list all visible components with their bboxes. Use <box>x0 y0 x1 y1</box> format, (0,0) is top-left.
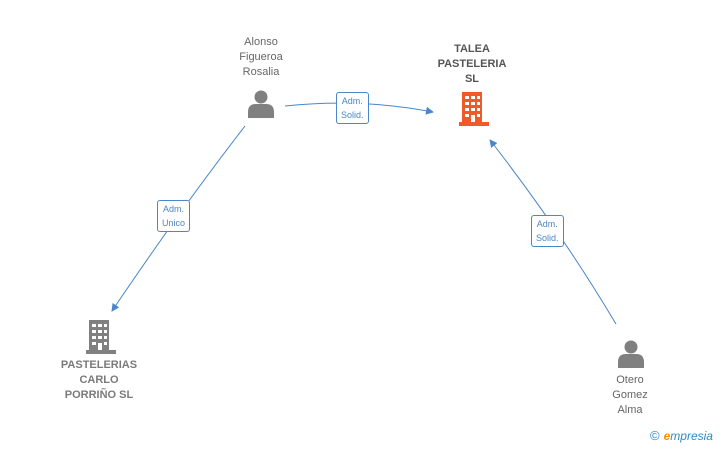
node-label-alonso[interactable]: Alonso Figueroa Rosalia <box>219 35 303 80</box>
edge-label-line: Unico <box>162 218 186 228</box>
edge-label-line: Solid. <box>536 233 559 243</box>
brand-first-letter: e <box>663 429 671 443</box>
node-label-line: CARLO <box>79 374 119 386</box>
building-icon[interactable] <box>86 320 116 354</box>
node-label-line: Rosalia <box>242 66 280 78</box>
node-label-line: Gomez <box>612 389 648 401</box>
edge-label-alonso-pastelerias: Adm. Unico <box>157 200 191 232</box>
node-label-talea[interactable]: TALEA PASTELERIA SL <box>422 42 522 87</box>
edge-label-line: Solid. <box>341 110 364 120</box>
person-icon[interactable] <box>618 340 644 369</box>
node-label-line: Otero <box>616 374 644 386</box>
node-label-line: TALEA <box>454 43 490 55</box>
edge-label-line: Adm. <box>536 219 558 229</box>
empresia-logo[interactable]: ©empresia <box>650 428 713 443</box>
edge-label-otero-talea: Adm. Solid. <box>531 215 564 247</box>
building-icon[interactable] <box>459 92 489 126</box>
node-label-line: PASTELERIAS <box>60 359 138 371</box>
node-label-line: PORRIÑO SL <box>64 389 134 401</box>
node-label-line: Figueroa <box>239 51 283 63</box>
node-label-line: Alonso <box>244 36 278 48</box>
copyright-symbol: © <box>650 428 660 443</box>
node-label-line: Alma <box>617 404 643 416</box>
edge-label-alonso-talea: Adm. Solid. <box>336 92 369 124</box>
node-label-line: SL <box>464 73 480 85</box>
node-label-otero[interactable]: Otero Gomez Alma <box>595 373 665 418</box>
edge-label-line: Adm. <box>163 204 185 214</box>
person-icon[interactable] <box>248 90 274 119</box>
edge-label-line: Adm. <box>341 96 363 106</box>
node-label-line: PASTELERIA <box>437 58 507 70</box>
brand-name: mpresia <box>670 429 713 443</box>
node-label-pastelerias[interactable]: PASTELERIAS CARLO PORRIÑO SL <box>44 358 154 403</box>
